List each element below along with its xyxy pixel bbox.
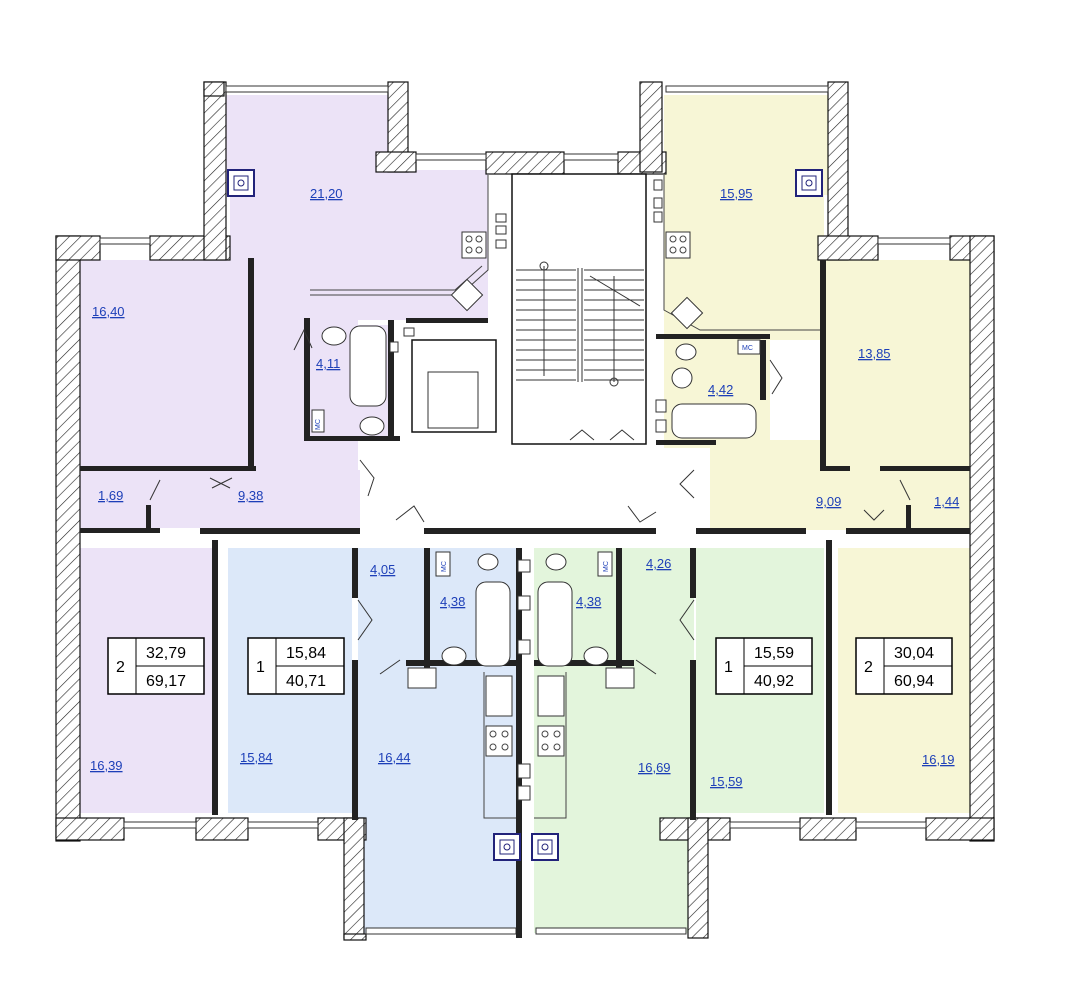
room-area-label: 15,84 <box>240 750 273 765</box>
apartment-room-count: 2 <box>864 659 873 676</box>
room-area-label: 21,20 <box>310 186 343 201</box>
room-area-label: 4,11 <box>316 356 340 371</box>
staircase <box>511 173 647 445</box>
room-fill <box>710 440 972 530</box>
mc-label: МС <box>315 419 322 430</box>
room-area-label: 13,85 <box>858 346 891 361</box>
room-area-label: 9,09 <box>816 494 841 509</box>
apartment-living-area: 32,79 <box>146 645 186 662</box>
apartment-total-area: 69,17 <box>146 673 186 690</box>
apartment-living-area: 30,04 <box>894 645 934 662</box>
doors <box>149 328 911 675</box>
apartment-summary-right-2: 2 30,04 60,94 <box>855 637 953 695</box>
room-area-label: 1,69 <box>98 488 123 503</box>
room-area-label: 9,38 <box>238 488 263 503</box>
mc-label: МС <box>742 345 753 352</box>
apartment-room-count: 1 <box>256 659 265 676</box>
mc-label: МС <box>603 561 610 572</box>
room-area-label: 4,38 <box>440 594 465 609</box>
apartment-room-count: 2 <box>116 659 125 676</box>
room-area-label: 16,69 <box>638 760 671 775</box>
room-area-label: 4,38 <box>576 594 601 609</box>
apartment-summary-left-2: 2 32,79 69,17 <box>107 637 205 695</box>
apartment-1-left-fill <box>228 548 518 933</box>
apartment-living-area: 15,59 <box>754 645 794 662</box>
room-area-label: 4,42 <box>708 382 733 397</box>
room-area-label: 4,26 <box>646 556 671 571</box>
fixtures <box>310 175 820 819</box>
apartment-total-area: 40,92 <box>754 673 794 690</box>
apartment-total-area: 40,71 <box>286 673 326 690</box>
room-area-label: 16,39 <box>90 758 123 773</box>
room-area-label: 15,95 <box>720 186 753 201</box>
room-fill <box>80 470 360 528</box>
room-area-label: 1,44 <box>934 494 959 509</box>
apartment-room-count: 1 <box>724 659 733 676</box>
mc-label: МС <box>441 561 448 572</box>
ventilation-shafts <box>227 169 823 861</box>
apartment-summary-left-1: 1 15,84 40,71 <box>247 637 345 695</box>
apartment-living-area: 15,84 <box>286 645 326 662</box>
room-area-label: 16,40 <box>92 304 125 319</box>
room-fill <box>230 170 488 320</box>
mc-labels: МС МС МС МС <box>315 345 753 572</box>
room-area-label: 16,19 <box>922 752 955 767</box>
room-area-label: 4,05 <box>370 562 395 577</box>
apartment-summary-right-1: 1 15,59 40,92 <box>715 637 813 695</box>
room-areas: 21,20 16,40 4,11 1,69 9,38 15,95 13,85 4… <box>90 186 959 789</box>
elevator <box>411 339 497 433</box>
room-area-label: 15,59 <box>710 774 743 789</box>
exterior-walls <box>55 81 995 941</box>
apartment-total-area: 60,94 <box>894 673 934 690</box>
room-fill <box>80 260 252 468</box>
room-area-label: 16,44 <box>378 750 411 765</box>
room-fill <box>822 260 970 470</box>
